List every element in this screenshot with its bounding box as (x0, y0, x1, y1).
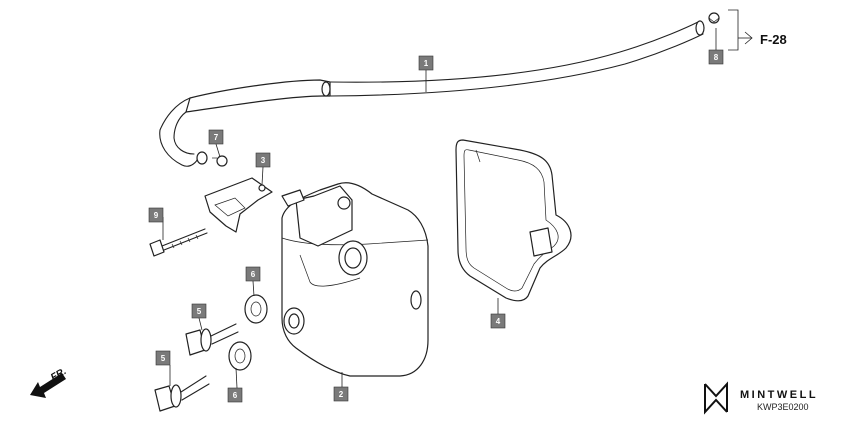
clip-right[interactable] (708, 12, 720, 24)
head-cover-gasket[interactable] (455, 139, 572, 302)
brand-name: MINTWELL (740, 389, 818, 401)
leader-lines (162, 9, 752, 389)
front-direction-indicator: FR. (30, 366, 68, 398)
front-arrow-icon (30, 373, 66, 398)
callout-9[interactable]: 9 (148, 207, 164, 223)
flange-bolt[interactable] (149, 228, 208, 257)
callout-2[interactable]: 2 (333, 386, 349, 402)
svg-text:3: 3 (261, 156, 266, 165)
svg-text:7: 7 (214, 133, 219, 142)
svg-text:4: 4 (496, 317, 501, 326)
callout-8[interactable]: 8 (708, 49, 724, 65)
callout-6-lower[interactable]: 6 (227, 387, 243, 403)
svg-text:8: 8 (714, 53, 719, 62)
stay-bracket[interactable] (204, 177, 273, 233)
front-label: FR. (49, 366, 68, 384)
diagram-code: KWP3E0200 (757, 402, 809, 412)
mintwell-logo-icon (704, 381, 728, 415)
grommet-lower[interactable] (228, 341, 252, 371)
svg-text:1: 1 (424, 59, 429, 68)
svg-text:9: 9 (154, 211, 159, 220)
bolt-lower[interactable] (154, 375, 210, 412)
svg-text:2: 2 (339, 390, 344, 399)
callout-4[interactable]: 4 (490, 313, 506, 329)
grommet-upper[interactable] (244, 294, 268, 324)
callout-5-upper[interactable]: 5 (191, 303, 207, 319)
reference-arrow[interactable]: F-28 (744, 31, 787, 47)
callout-3[interactable]: 3 (255, 152, 271, 168)
cylinder-head-cover[interactable] (281, 182, 429, 377)
callout-6-upper[interactable]: 6 (245, 266, 261, 282)
breather-hose[interactable] (159, 20, 705, 167)
svg-text:5: 5 (161, 354, 166, 363)
brand-block: MINTWELL KWP3E0200 (704, 381, 818, 415)
callout-7[interactable]: 7 (208, 129, 224, 145)
svg-text:6: 6 (233, 391, 238, 400)
callout-1[interactable]: 1 (418, 55, 434, 71)
clip-left[interactable] (212, 155, 228, 167)
reference-label: F-28 (760, 32, 787, 47)
svg-text:6: 6 (251, 270, 256, 279)
bolt-upper[interactable] (185, 323, 239, 356)
callout-5-lower[interactable]: 5 (155, 350, 171, 366)
svg-text:5: 5 (197, 307, 202, 316)
